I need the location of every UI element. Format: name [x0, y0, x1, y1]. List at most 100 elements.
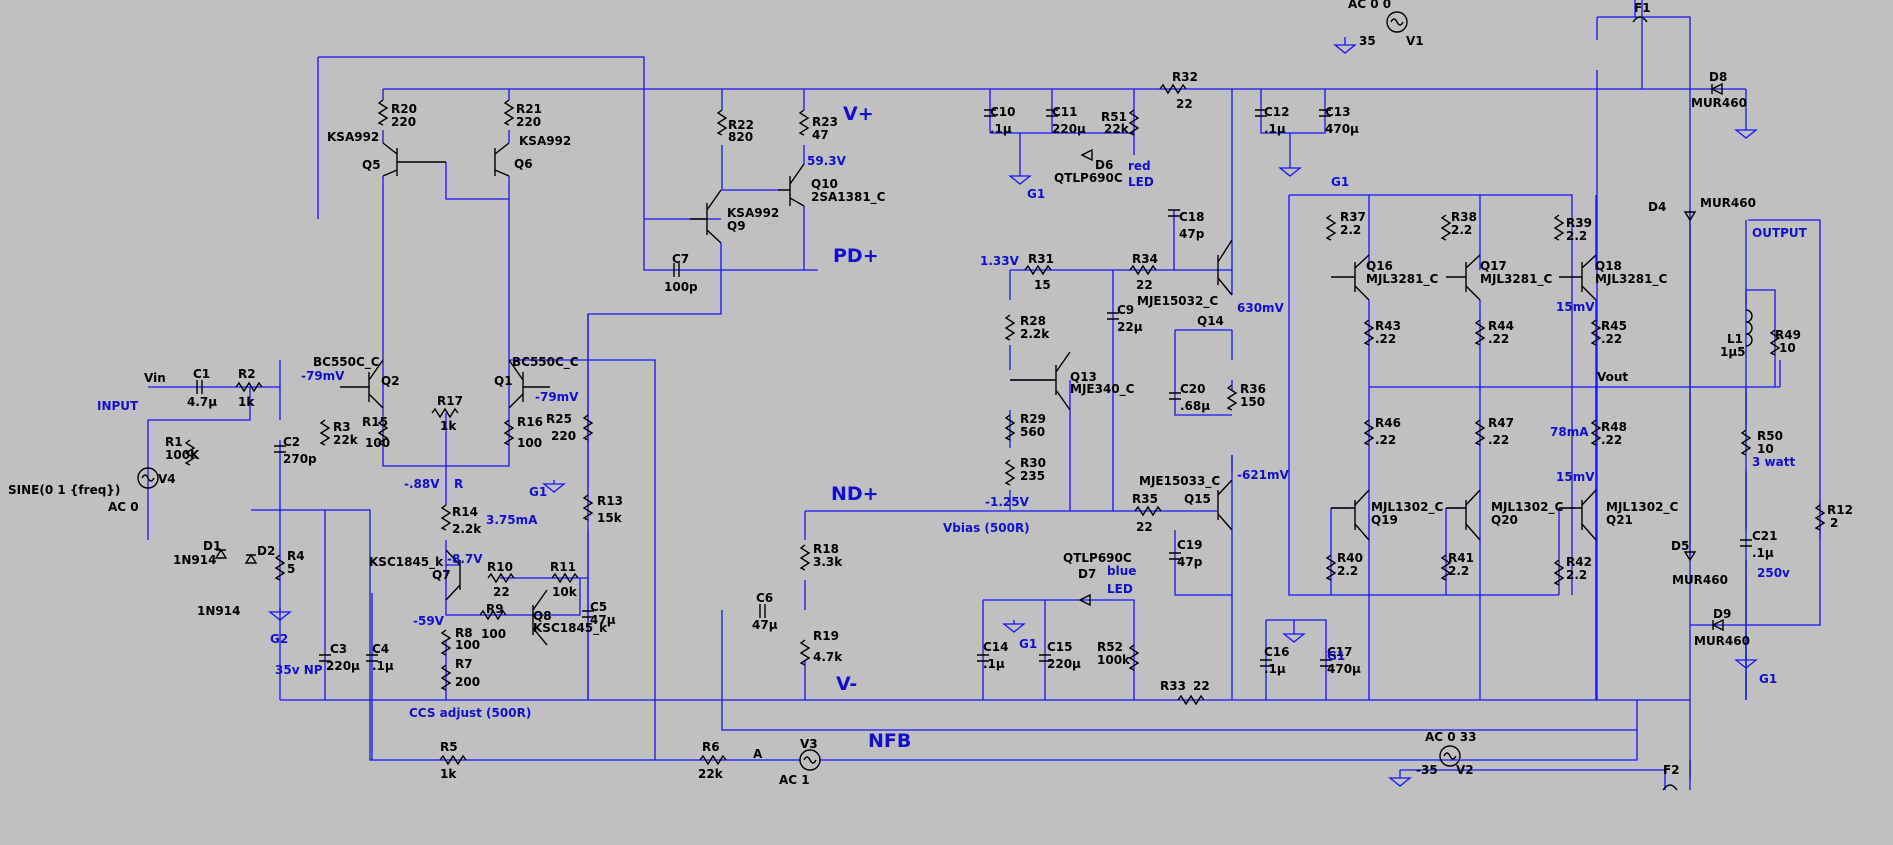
capacitor-c17	[1320, 659, 1332, 667]
ground-g1-top	[1008, 168, 1032, 185]
label-mjl1302-c: MJL1302_C	[1371, 500, 1443, 515]
ground-d8	[1734, 89, 1758, 139]
resistor-r31	[1024, 264, 1052, 276]
resistor-r46	[1363, 419, 1375, 446]
label-22: .22	[1375, 332, 1396, 346]
label-c20: C20	[1180, 382, 1206, 396]
diode-d9	[1711, 618, 1724, 632]
label-q10: Q10	[811, 177, 838, 191]
net-label-g2: G2	[270, 632, 288, 646]
label-q9: Q9	[727, 219, 746, 233]
label-mur460: MUR460	[1672, 573, 1728, 587]
resistor-r41	[1440, 554, 1452, 581]
net-label-g1: G1	[1027, 187, 1045, 201]
label-22k: 22k	[333, 433, 359, 447]
transistor-q17	[1446, 254, 1481, 301]
label-r15: R15	[362, 415, 388, 429]
label-1: .1µ	[990, 122, 1012, 136]
label-100: 100	[365, 436, 390, 450]
ground-v1	[1333, 37, 1357, 54]
resistor-r5	[439, 754, 467, 766]
label-r10: R10	[487, 560, 513, 574]
label-d8: D8	[1709, 70, 1727, 84]
resistor-r40	[1325, 554, 1337, 581]
ground-c14	[1002, 620, 1026, 633]
label-22: 22	[1193, 679, 1210, 693]
label-q7: Q7	[432, 568, 451, 582]
label-q15: Q15	[1184, 492, 1211, 506]
label-470: 470µ	[1325, 122, 1359, 136]
transistor-q20	[1446, 489, 1481, 541]
label-ksa992: KSA992	[727, 206, 779, 220]
resistor-r22	[716, 109, 728, 136]
inductor-l1	[1745, 309, 1753, 347]
label-r9: R9	[486, 602, 504, 616]
resistor-r20	[377, 99, 389, 126]
label-100k: 100k	[1097, 653, 1131, 667]
capacitor-c3	[319, 654, 331, 662]
label-bc550c-c: BC550C_C	[313, 355, 380, 370]
label-22: .22	[1488, 433, 1509, 447]
resistor-r47	[1474, 419, 1486, 446]
resistor-r48	[1590, 419, 1602, 446]
resistor-r37	[1325, 214, 1337, 241]
transistor-q2	[340, 359, 384, 409]
label-100: 100	[455, 638, 480, 652]
label-c2: C2	[283, 435, 300, 449]
label-220: 220	[551, 429, 576, 443]
label-q18: Q18	[1595, 259, 1622, 273]
transistor-q15	[1217, 479, 1233, 531]
resistor-r10	[487, 572, 515, 584]
label-vout: Vout	[1597, 370, 1628, 384]
source-v3	[799, 749, 821, 771]
label-2-2: 2.2	[1340, 223, 1361, 237]
capacitor-c12	[1255, 109, 1267, 117]
ground-v2	[1388, 770, 1412, 787]
label-5: 5	[287, 562, 295, 576]
label-r32: R32	[1172, 70, 1198, 84]
label-c5: C5	[590, 600, 607, 614]
ground-c16	[1282, 630, 1306, 643]
label-220: 220µ	[1052, 122, 1086, 136]
label-r47: R47	[1488, 416, 1514, 430]
label-c9: C9	[1117, 303, 1134, 317]
label-r39: R39	[1566, 216, 1592, 230]
label-22k: 22k	[1104, 122, 1130, 136]
net-label-input: INPUT	[97, 399, 139, 413]
label-r1: R1	[165, 435, 183, 449]
label-r48: R48	[1601, 420, 1627, 434]
label-22: .22	[1601, 332, 1622, 346]
label-470: 470µ	[1327, 662, 1361, 676]
label-c4: C4	[372, 642, 389, 656]
label-1: .1µ	[1752, 546, 1774, 560]
label-qtlp690c: QTLP690C	[1063, 551, 1132, 565]
resistor-r4	[274, 554, 286, 581]
label-r49: R49	[1775, 328, 1801, 342]
label-q21: Q21	[1606, 513, 1633, 527]
label-35: -35	[1416, 763, 1438, 777]
label-c17: C17	[1327, 645, 1353, 659]
resistor-r11	[551, 572, 579, 584]
resistor-r45	[1590, 319, 1602, 346]
capacitor-c4	[366, 654, 378, 662]
resistor-r1	[184, 439, 196, 466]
label-v4: V4	[158, 472, 176, 486]
net-label-59-3v: 59.3V	[807, 154, 847, 168]
label-10k: 10k	[552, 585, 578, 599]
net-label-250v: 250v	[1757, 566, 1790, 580]
resistor-r28	[1004, 314, 1016, 341]
net-label-g1: G1	[529, 485, 547, 499]
label-d1: D1	[203, 539, 221, 553]
resistor-r21	[503, 99, 515, 126]
label-270p: 270p	[283, 452, 317, 466]
resistor-r44	[1474, 319, 1486, 346]
label-c16: C16	[1264, 645, 1290, 659]
resistor-r17	[431, 407, 459, 419]
label-r51: R51	[1101, 110, 1127, 124]
ground-g1-left	[542, 480, 566, 493]
label-1n914: 1N914	[197, 604, 240, 618]
resistor-r29	[1004, 414, 1016, 441]
label-r50: R50	[1757, 429, 1783, 443]
